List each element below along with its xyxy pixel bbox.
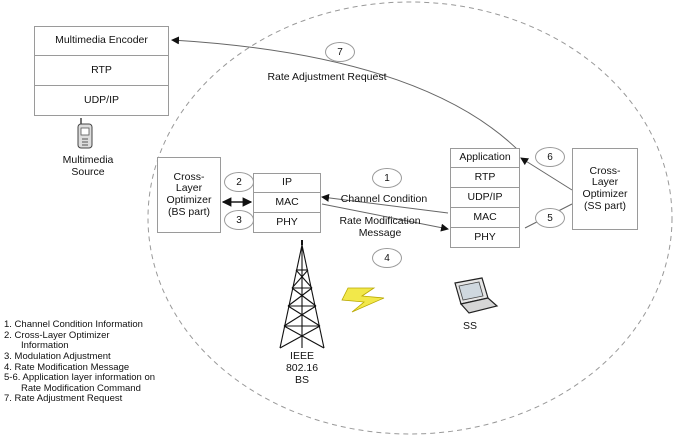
base-station-label: IEEE 802.16 BS	[285, 350, 319, 387]
legend-item-continuation: Rate Modification Command	[21, 382, 141, 394]
rate-modification-label: Rate Modification Message	[339, 215, 421, 240]
bs-cross-layer-optimizer-box: Cross- Layer Optimizer (BS part)	[157, 157, 221, 233]
legend-item: 4. Rate Modification Message	[4, 361, 130, 373]
multimedia-source-label: Multimedia Source	[62, 154, 114, 179]
step-7-badge: 7	[325, 42, 355, 62]
left-rtp-box: RTP	[34, 56, 169, 86]
coverage-ellipse	[147, 1, 673, 435]
subscriber-station-label: SS	[462, 320, 477, 332]
ss-phy-box: PHY	[450, 228, 520, 248]
legend-item: 3. Modulation Adjustment	[4, 350, 111, 362]
ss-application-box: Application	[450, 148, 520, 168]
bs-ip-box: IP	[253, 173, 321, 193]
rate-modification-arrow	[321, 203, 449, 232]
bs-mac-box: MAC	[253, 193, 321, 213]
legend-item: 5-6. Application layer information on	[4, 372, 156, 384]
channel-condition-label: Channel Condition	[340, 193, 428, 205]
legend-item-continuation: Information	[21, 340, 69, 352]
step-4-badge: 4	[372, 248, 402, 268]
laptop-icon	[454, 277, 499, 314]
rate-adjustment-label: Rate Adjustment Request	[267, 71, 387, 83]
bs-phy-box: PHY	[253, 213, 321, 233]
channel-condition-arrow	[321, 193, 449, 214]
ss-cross-layer-optimizer-box: Cross- Layer Optimizer (SS part)	[572, 148, 638, 230]
legend: 1. Channel Condition Information 2. Cros…	[4, 319, 214, 405]
legend-item: 2. Cross-Layer Optimizer	[4, 329, 110, 341]
step-6-badge: 6	[535, 147, 565, 167]
ss-rtp-box: RTP	[450, 168, 520, 188]
legend-item: 1. Channel Condition Information	[4, 319, 143, 330]
step-2-badge: 2	[224, 172, 254, 192]
rate-adjustment-arrow	[171, 36, 519, 151]
step-3-badge: 3	[224, 210, 254, 230]
ss-mac-box: MAC	[450, 208, 520, 228]
step-1-badge: 1	[372, 168, 402, 188]
multimedia-encoder-box: Multimedia Encoder	[34, 26, 169, 56]
legend-item: 7. Rate Adjustment Request	[4, 393, 123, 405]
base-station-tower-icon	[279, 240, 325, 349]
left-udpip-box: UDP/IP	[34, 86, 169, 116]
mobile-phone-icon	[77, 118, 93, 149]
step-5-badge: 5	[535, 208, 565, 228]
ss-to-application-arrow	[520, 157, 573, 191]
ss-udpip-box: UDP/IP	[450, 188, 520, 208]
wireless-link-icon	[341, 287, 385, 313]
